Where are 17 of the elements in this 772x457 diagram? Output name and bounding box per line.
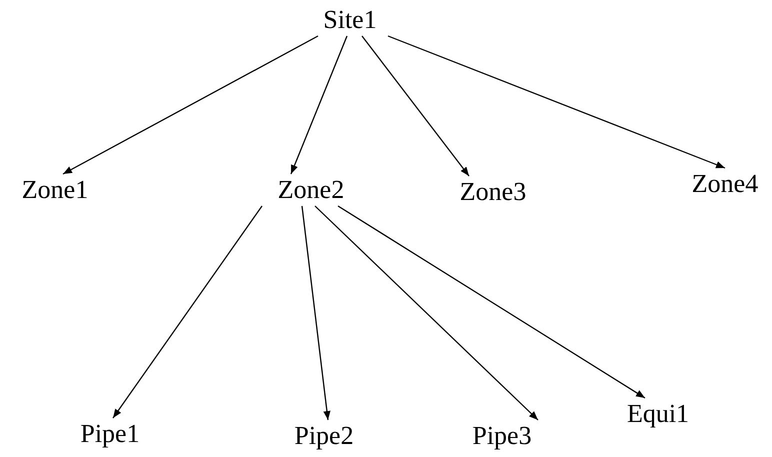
node-label: Pipe3 bbox=[458, 420, 546, 452]
arrow bbox=[62, 35, 318, 175]
arrow bbox=[338, 206, 646, 398]
arrow bbox=[362, 36, 470, 176]
node-label: Pipe1 bbox=[66, 418, 154, 450]
arrow bbox=[301, 206, 330, 420]
arrow bbox=[314, 206, 538, 420]
node-label: Site1 bbox=[308, 4, 392, 36]
arrow bbox=[112, 206, 262, 418]
node-label: Pipe2 bbox=[280, 420, 368, 452]
node-label: Zone4 bbox=[680, 168, 770, 200]
arrow bbox=[388, 35, 726, 169]
arrow bbox=[290, 36, 348, 174]
node-label: Equi1 bbox=[614, 398, 702, 430]
node-label: Zone2 bbox=[264, 174, 358, 206]
node-label: Zone3 bbox=[446, 176, 540, 208]
node-label: Zone1 bbox=[8, 174, 102, 206]
